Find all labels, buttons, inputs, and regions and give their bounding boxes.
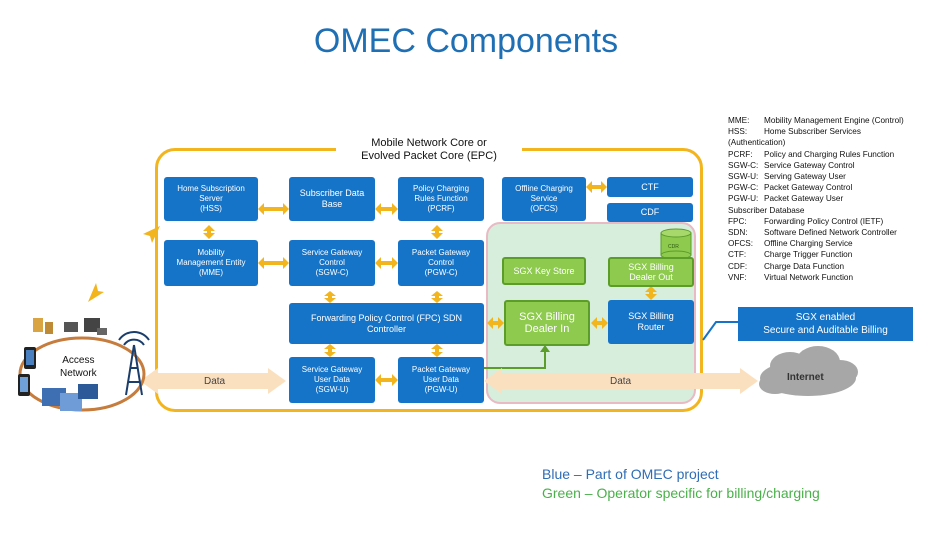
arrow-dealer-router <box>591 317 608 329</box>
definition-abbr: SDN: <box>728 228 748 238</box>
pgwc-block: Packet Gateway Control (PGW-C) <box>398 240 484 286</box>
mme-block: Mobility Management Entity (MME) <box>164 240 258 286</box>
arrow-fpc-dealer <box>487 317 504 329</box>
data-arrow-right <box>484 368 758 394</box>
arrow-sgwc-pgwc <box>375 257 398 269</box>
definition-row: SGW-C: Service Gateway Control <box>728 160 928 171</box>
definition-row: OFCS: Offline Charging Service <box>728 238 928 249</box>
definition-text: Forwarding Policy Control (IETF) <box>764 216 884 226</box>
arrow-sgwu-pgwu <box>375 374 398 386</box>
data-label-right: Data <box>610 376 632 387</box>
data-label-left: Data <box>204 376 226 387</box>
definition-abbr: OFCS: <box>728 239 754 249</box>
arrow-sdb-pcrf <box>375 203 398 215</box>
epc-caption: Mobile Network Core or Evolved Packet Co… <box>336 137 522 163</box>
orange-arrows <box>203 181 657 386</box>
page-title: OMEC Components <box>313 22 619 60</box>
definition-abbr: CDF: <box>728 261 748 271</box>
definition-text: Subscriber Database <box>728 205 805 215</box>
definition-row: PGW-U: Packet Gateway User <box>728 193 928 204</box>
definition-text: Mobility Management Engine (Control) <box>764 116 904 125</box>
banner-connector <box>702 321 738 341</box>
definition-row: CDF: Charge Data Function <box>728 261 928 272</box>
arrow-hss-sdb <box>258 203 289 215</box>
definition-row: Subscriber Database <box>728 205 928 216</box>
pcrf-block: Policy Charging Rules Function (PCRF) <box>398 177 484 221</box>
green-legend: Green – Operator specific for billing/ch… <box>542 485 820 501</box>
arrow-pgwc-fpc <box>431 291 443 303</box>
definition-row: (Authentication) <box>728 137 928 148</box>
definition-abbr: PGW-U: <box>728 194 759 204</box>
cdf-block: CDF <box>607 203 693 222</box>
definition-abbr: HSS: <box>728 127 748 137</box>
sgx-dealer-in-block: SGX Billing Dealer In <box>504 300 590 346</box>
definition-abbr: FPC: <box>728 216 747 226</box>
definition-row: SGW-U: Serving Gateway User <box>728 171 928 182</box>
definition-text: Policy and Charging Rules Function <box>764 149 895 159</box>
arrow-hss-mme <box>203 225 215 239</box>
definition-abbr: VNF: <box>728 272 747 282</box>
definition-row: VNF: Virtual Network Function <box>728 272 928 283</box>
cdr-label: CDR <box>668 244 679 250</box>
arrow-sgwc-fpc <box>324 291 336 303</box>
definition-row: CTF: Charge Trigger Function <box>728 249 928 260</box>
arrow-ofcs-ctf <box>586 181 607 193</box>
ctf-block: CTF <box>607 177 693 197</box>
devices-icon <box>42 384 98 411</box>
internet-label: Internet <box>787 372 824 383</box>
definition-text: Offline Charging Service <box>764 239 853 249</box>
definition-text: Charge Data Function <box>764 261 845 271</box>
definition-abbr: SGW-U: <box>728 172 759 182</box>
definition-abbr: MME: <box>728 116 750 125</box>
arrow-mme-sgwc <box>258 257 289 269</box>
arrow-dealerout-router <box>645 286 657 300</box>
definition-row: PCRF: Policy and Charging Rules Function <box>728 149 928 160</box>
definition-text: Virtual Network Function <box>764 272 854 282</box>
definition-abbr: PCRF: <box>728 149 753 159</box>
definition-text: Home Subscriber Services <box>764 127 861 137</box>
definition-text: Packet Gateway Control <box>764 183 853 193</box>
definition-text: Charge Trigger Function <box>764 250 853 260</box>
subscriber-db-block: Subscriber Data Base <box>289 177 375 221</box>
definition-row: SDN: Software Defined Network Controller <box>728 227 928 238</box>
definition-abbr: PGW-C: <box>728 183 759 193</box>
arrow-fpc-sgwu <box>324 344 336 357</box>
data-arrow-left <box>140 368 286 394</box>
definition-text: Serving Gateway User <box>764 172 846 182</box>
cdr-cylinder <box>660 228 692 260</box>
definition-text: Service Gateway Control <box>764 160 855 170</box>
sgx-router-block: SGX Billing Router <box>608 300 694 344</box>
sgwc-block: Service Gateway Control (SGW-C) <box>289 240 375 286</box>
definition-text: Packet Gateway User <box>764 194 844 204</box>
definition-text: (Authentication) <box>728 138 786 148</box>
sgwu-block: Service Gateway User Data (SGW-U) <box>289 357 375 403</box>
pgwu-block: Packet Gateway User Data (PGW-U) <box>398 357 484 403</box>
control-arrow <box>88 226 160 302</box>
definition-row: MME: Mobility Management Engine (Control) <box>728 115 928 126</box>
hss-block: Home Subscription Server (HSS) <box>164 177 258 221</box>
definition-row: FPC: Forwarding Policy Control (IETF) <box>728 216 928 227</box>
internet-cloud <box>759 346 858 396</box>
arrow-fpc-pgwu <box>431 344 443 357</box>
sgx-banner: SGX enabled Secure and Auditable Billing <box>738 307 913 341</box>
buildings-icon <box>33 318 107 335</box>
blue-legend: Blue – Part of OMEC project <box>542 466 719 482</box>
arrow-pcrf-pgwc <box>431 225 443 239</box>
ofcs-block: Offline Charging Service (OFCS) <box>502 177 586 221</box>
abbreviation-legend: MME: Mobility Management Engine (Control)… <box>728 115 928 283</box>
tap-arrowhead <box>540 345 550 352</box>
definition-abbr: SGW-C: <box>728 160 759 170</box>
fpc-block: Forwarding Policy Control (FPC) SDN Cont… <box>289 303 484 344</box>
access-network-label: Access Network <box>60 355 97 379</box>
tower-icon <box>118 331 150 396</box>
sgx-dealer-out-block: SGX Billing Dealer Out <box>608 257 694 287</box>
phone-icon <box>18 347 36 396</box>
sgx-key-store-block: SGX Key Store <box>502 257 586 285</box>
definition-row: HSS: Home Subscriber Services <box>728 126 928 137</box>
tap-line <box>484 351 546 369</box>
definition-abbr: CTF: <box>728 250 747 260</box>
definition-text: Software Defined Network Controller <box>764 228 897 238</box>
definition-row: PGW-C: Packet Gateway Control <box>728 182 928 193</box>
